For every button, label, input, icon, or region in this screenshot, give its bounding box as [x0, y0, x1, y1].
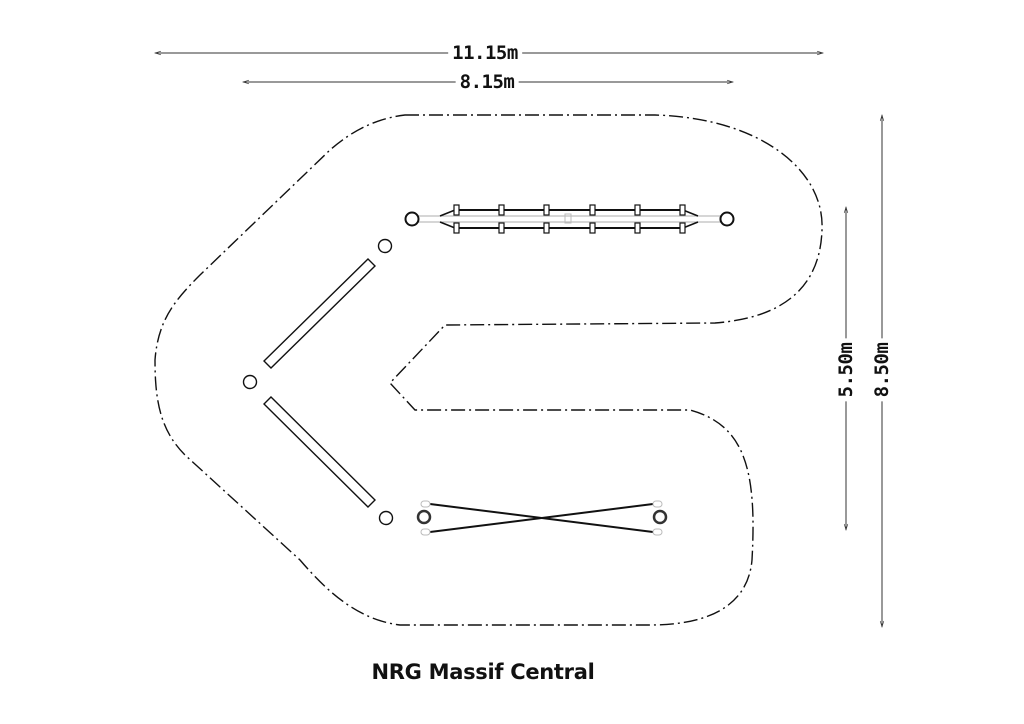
equipment-width-label: 8.15m	[455, 71, 519, 93]
cross-ropes	[416, 500, 668, 536]
post-icon	[416, 509, 432, 525]
overall-width-label: 11.15m	[448, 42, 522, 64]
overall-depth-label: 8.50m	[871, 338, 893, 402]
post-icon	[652, 509, 668, 525]
safety-zone-outline	[154, 114, 823, 626]
balance-beams	[263, 258, 376, 508]
rope-bridge	[404, 204, 735, 234]
drawing-title: NRG Massif Central	[371, 660, 595, 684]
post-icon	[719, 211, 735, 227]
equipment-depth-label: 5.50m	[835, 338, 857, 402]
posts	[242, 238, 394, 526]
post-icon	[404, 211, 420, 227]
